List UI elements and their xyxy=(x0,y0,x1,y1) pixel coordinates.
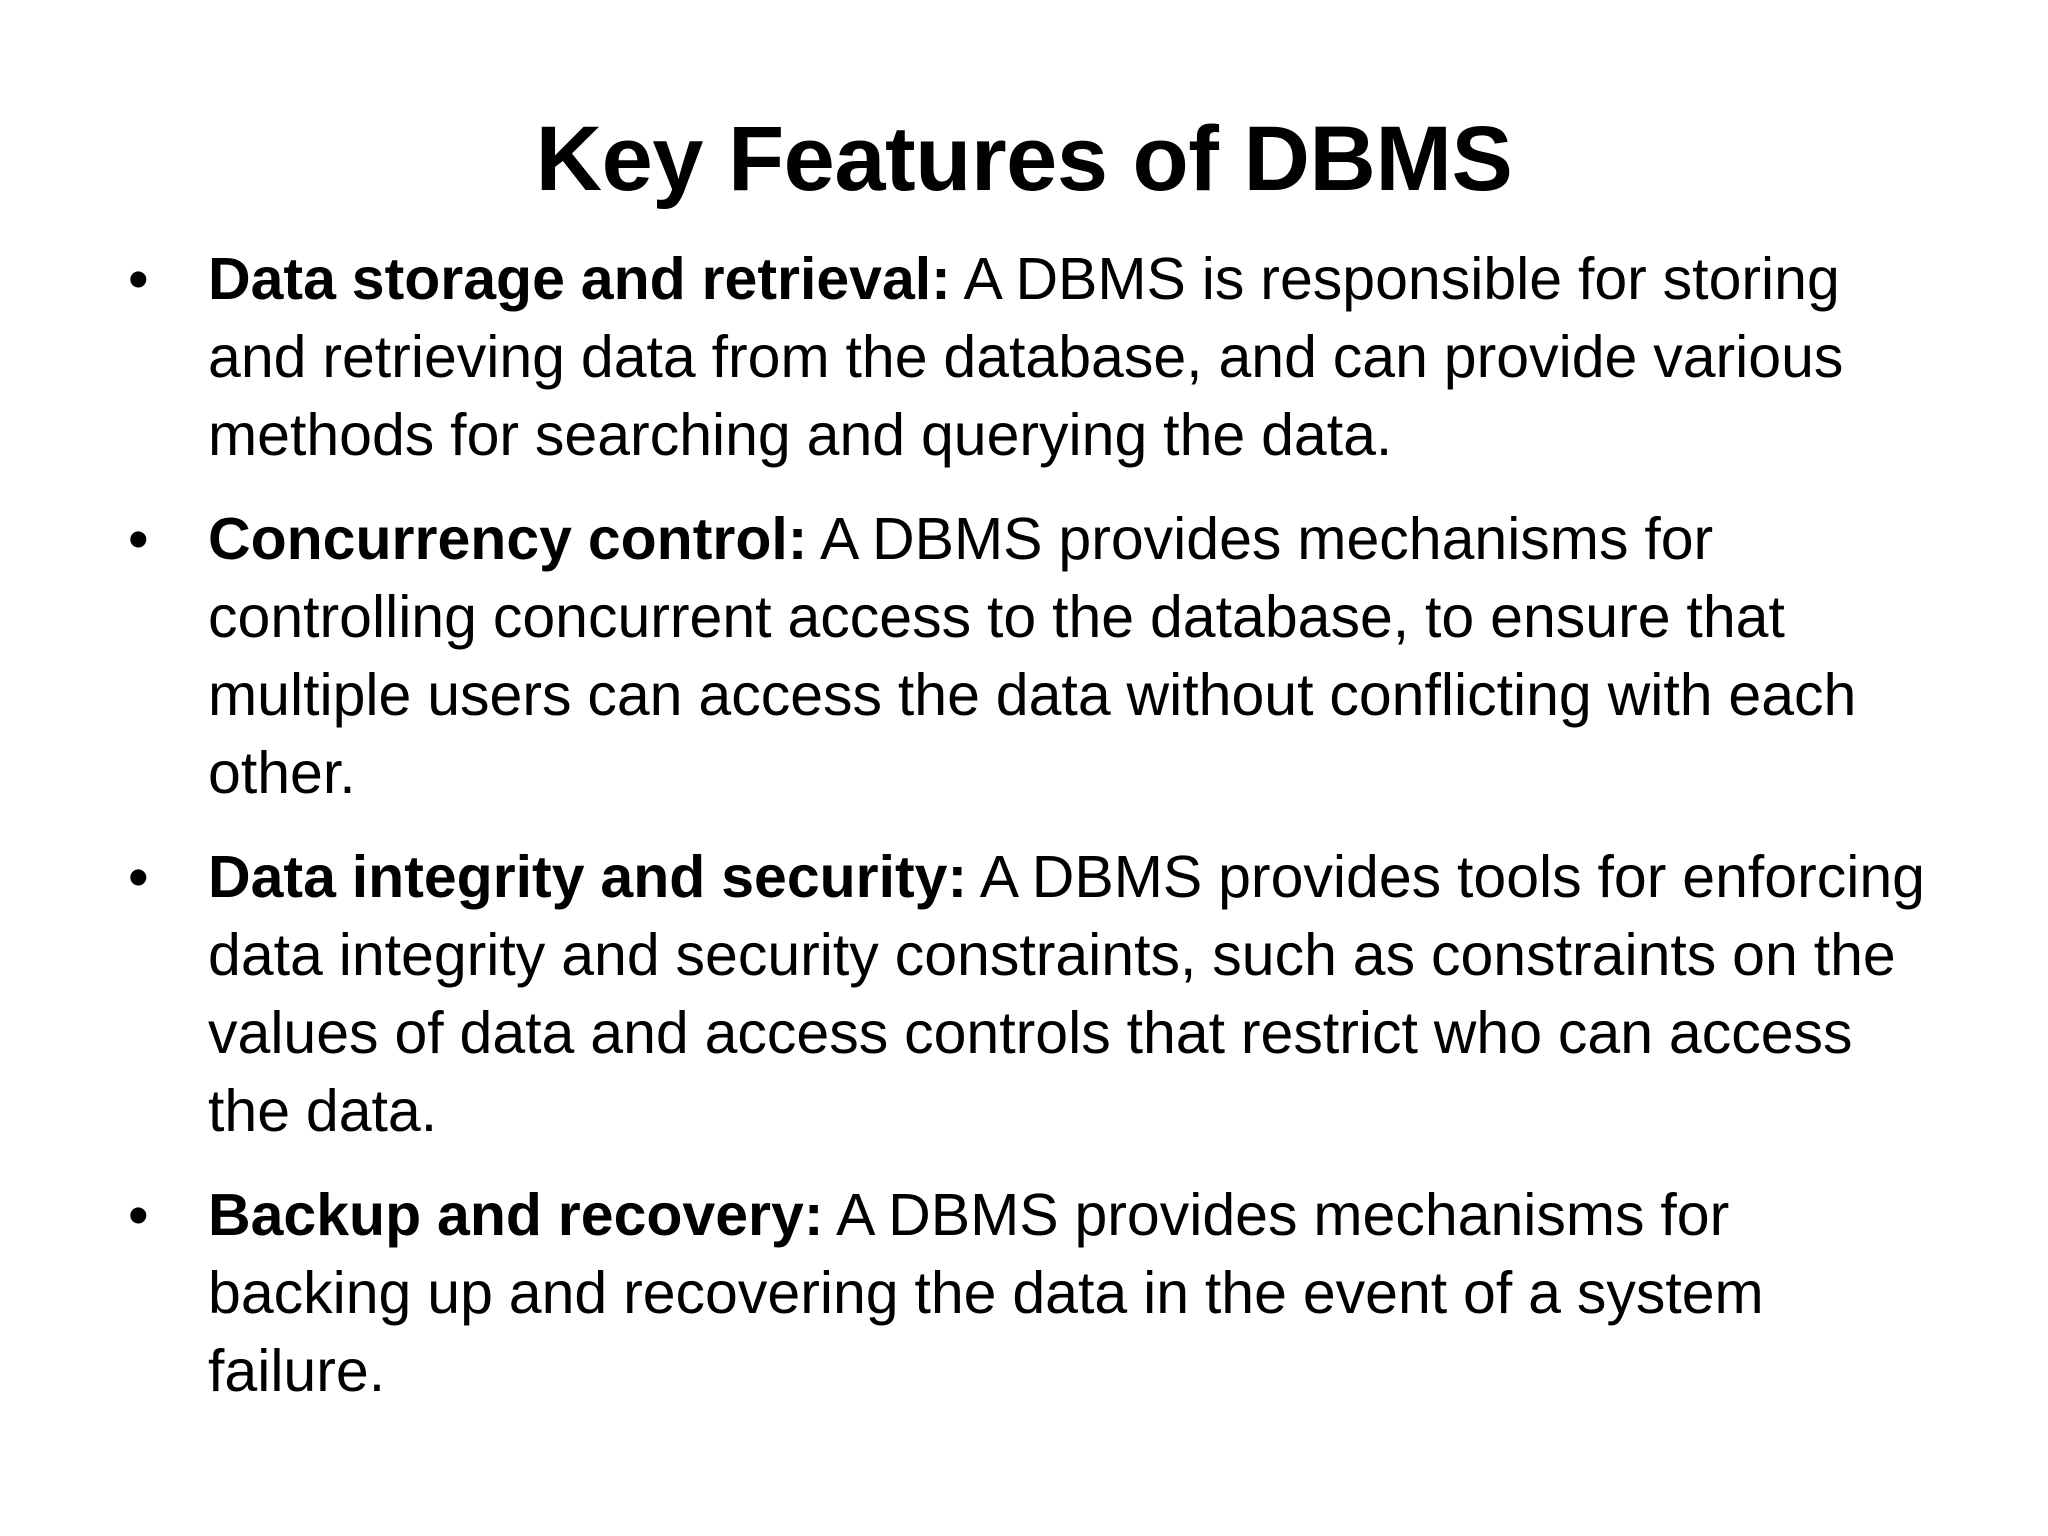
bullet-point-icon: • xyxy=(128,246,149,312)
bullet-point-icon: • xyxy=(128,844,149,910)
list-item: • Backup and recovery: A DBMS provides m… xyxy=(118,1176,1948,1410)
list-item: • Data storage and retrieval: A DBMS is … xyxy=(118,240,1948,474)
bullet-body-text: A DBMS provides tools for enforcing data… xyxy=(208,844,1925,1144)
bullet-point-icon: • xyxy=(128,1182,149,1248)
bullet-lead-label: Backup and recovery: xyxy=(208,1182,824,1248)
bullet-body-text: A DBMS provides mechanisms for backing u… xyxy=(208,1182,1764,1404)
bullet-lead-label: Data integrity and security: xyxy=(208,844,968,910)
bullet-body-text: A DBMS provides mechanisms for controlli… xyxy=(208,506,1857,806)
bullet-lead-label: Concurrency control: xyxy=(208,506,808,572)
bullet-lead-label: Data storage and retrieval: xyxy=(208,246,951,312)
feature-bullet-list: • Data storage and retrieval: A DBMS is … xyxy=(118,240,1948,1410)
bullet-point-icon: • xyxy=(128,506,149,572)
list-item: • Data integrity and security: A DBMS pr… xyxy=(118,838,1948,1150)
list-item: • Concurrency control: A DBMS provides m… xyxy=(118,500,1948,812)
bullet-body-text: A DBMS is responsible for storing and re… xyxy=(208,246,1844,468)
page-title: Key Features of DBMS xyxy=(535,107,1513,210)
